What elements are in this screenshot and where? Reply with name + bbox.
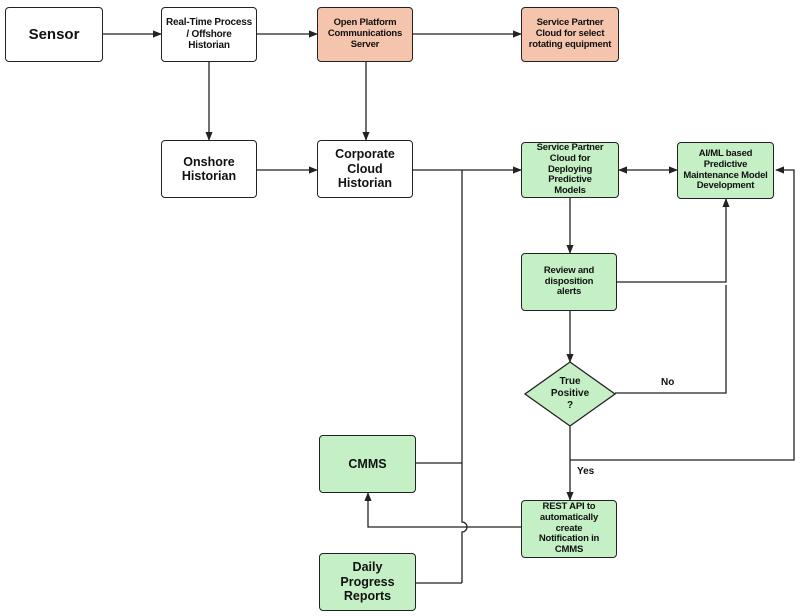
node-onshore-historian: Onshore Historian (161, 140, 257, 198)
node-service-partner-deploy: Service Partner Cloud for Deploying Pred… (521, 142, 619, 198)
node-corporate-cloud-historian: Corporate Cloud Historian (317, 140, 413, 198)
node-aiml-development: AI/ML based Predictive Maintenance Model… (677, 142, 774, 199)
node-rest-api: REST API to automatically create Notific… (521, 500, 617, 558)
node-daily-progress-reports: Daily Progress Reports (319, 553, 416, 611)
node-opc-server: Open Platform Communications Server (317, 7, 413, 62)
edge-feedback-loop (570, 166, 795, 461)
label-yes: Yes (577, 466, 595, 477)
node-realtime-historian: Real-Time Process / Offshore Historian (161, 7, 257, 62)
edge-review-to-aiml (617, 198, 730, 283)
edge-corporate-bus (461, 170, 468, 583)
edge-decision-no (615, 285, 727, 394)
node-service-partner-rotating: Service Partner Cloud for select rotatin… (521, 7, 619, 62)
label-no: No (661, 377, 675, 388)
decision-label: True Positive ? (550, 376, 590, 411)
node-sensor: Sensor (5, 7, 103, 62)
node-review-alerts: Review and disposition alerts (521, 253, 617, 311)
node-cmms: CMMS (319, 435, 416, 493)
edge-restapi-to-cmms (364, 492, 521, 528)
decision-diamond (523, 361, 617, 427)
